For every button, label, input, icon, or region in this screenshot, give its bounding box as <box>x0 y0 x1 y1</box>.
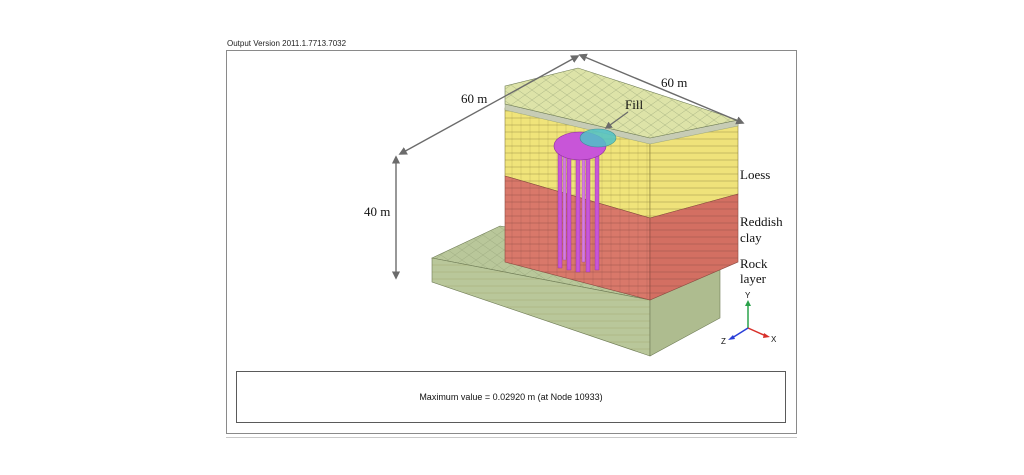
z-axis-icon <box>731 327 749 339</box>
dimension-lines <box>391 53 745 280</box>
z-axis-label: Z <box>721 337 726 346</box>
frame-divider <box>226 437 797 438</box>
rock-label-line2: layer <box>740 271 767 286</box>
height-label: 40 m <box>364 204 390 219</box>
width-right-label: 60 m <box>661 75 687 90</box>
reddish-label-line2: clay <box>740 230 762 245</box>
loess-label: Loess <box>740 167 770 182</box>
rock-label-line1: Rock <box>740 256 768 271</box>
output-version-label: Output Version 2011.1.7713.7032 <box>227 39 347 48</box>
soil-block <box>504 67 740 301</box>
x-axis-icon <box>747 327 767 337</box>
width-left-label: 60 m <box>461 91 487 106</box>
fill-label: Fill <box>625 97 643 112</box>
reddish-label-line1: Reddish <box>740 214 783 229</box>
y-axis-label: Y <box>745 291 751 300</box>
axis-triad: Y X Z <box>721 291 777 346</box>
result-panel: Maximum value = 0.02920 m (at Node 10933… <box>236 371 786 423</box>
max-value-text: Maximum value = 0.02920 m (at Node 10933… <box>419 392 603 402</box>
x-axis-label: X <box>771 335 777 344</box>
